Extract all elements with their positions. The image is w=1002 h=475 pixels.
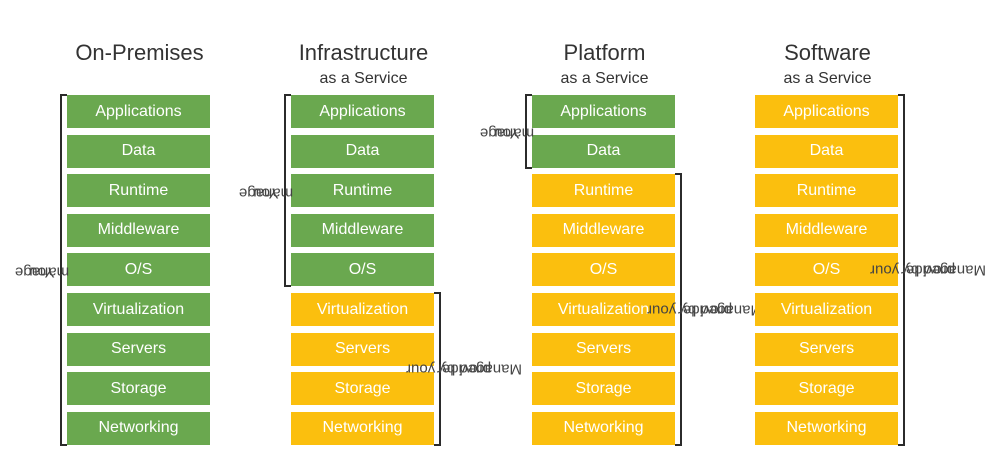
layer-servers: Servers (755, 332, 898, 366)
you-manage-bracket (525, 94, 532, 169)
layer-servers: Servers (532, 332, 675, 366)
layer-runtime: Runtime (291, 174, 434, 208)
layer-servers: Servers (291, 332, 434, 366)
column-subtitle: as a Service (319, 70, 408, 87)
layer-networking: Networking (532, 411, 675, 445)
layer-storage: Storage (755, 372, 898, 406)
layer-data: Data (291, 134, 434, 168)
layer-o-s: O/S (67, 253, 210, 287)
layer-data: Data (532, 134, 675, 168)
layer-o-s: O/S (532, 253, 675, 287)
layer-servers: Servers (67, 332, 210, 366)
layer-applications: Applications (755, 95, 898, 128)
column-subtitle: as a Service (783, 70, 872, 87)
you-manage-label-line2: manage (238, 184, 294, 202)
layer-applications: Applications (532, 95, 675, 128)
layer-storage: Storage (532, 372, 675, 406)
provider-managed-label-line2: provider (900, 261, 956, 279)
layer-virtualization: Virtualization (755, 293, 898, 326)
layer-data: Data (755, 134, 898, 168)
layer-networking: Networking (755, 411, 898, 445)
provider-managed-bracket (675, 173, 682, 446)
you-manage-bracket (284, 94, 291, 288)
layer-middleware: Middleware (755, 213, 898, 247)
provider-managed-label-line2: provider (436, 360, 492, 378)
you-manage-label-line2: manage (14, 263, 70, 281)
layer-middleware: Middleware (67, 213, 210, 247)
layer-virtualization: Virtualization (532, 293, 675, 326)
layer-storage: Storage (67, 372, 210, 406)
you-manage-label-line2: manage (479, 124, 535, 142)
layer-data: Data (67, 134, 210, 168)
column-title: Software (784, 40, 871, 65)
layer-storage: Storage (291, 372, 434, 406)
layer-virtualization: Virtualization (291, 293, 434, 326)
column-title: On-Premises (75, 40, 204, 65)
layer-middleware: Middleware (291, 213, 434, 247)
layer-o-s: O/S (755, 253, 898, 287)
provider-managed-label-line2: provider (677, 301, 733, 318)
provider-managed-bracket (434, 292, 441, 446)
layer-applications: Applications (291, 95, 434, 128)
provider-managed-bracket (898, 94, 905, 446)
layer-runtime: Runtime (532, 174, 675, 208)
layer-o-s: O/S (291, 253, 434, 287)
layer-networking: Networking (67, 411, 210, 445)
layer-networking: Networking (291, 411, 434, 445)
column-title: Platform (563, 40, 646, 65)
column-title: Infrastructure (298, 40, 429, 65)
layer-runtime: Runtime (755, 174, 898, 208)
layer-applications: Applications (67, 95, 210, 128)
layer-middleware: Middleware (532, 213, 675, 247)
you-manage-bracket (60, 94, 67, 446)
column-subtitle: as a Service (560, 70, 649, 87)
layer-virtualization: Virtualization (67, 293, 210, 326)
layer-runtime: Runtime (67, 174, 210, 208)
